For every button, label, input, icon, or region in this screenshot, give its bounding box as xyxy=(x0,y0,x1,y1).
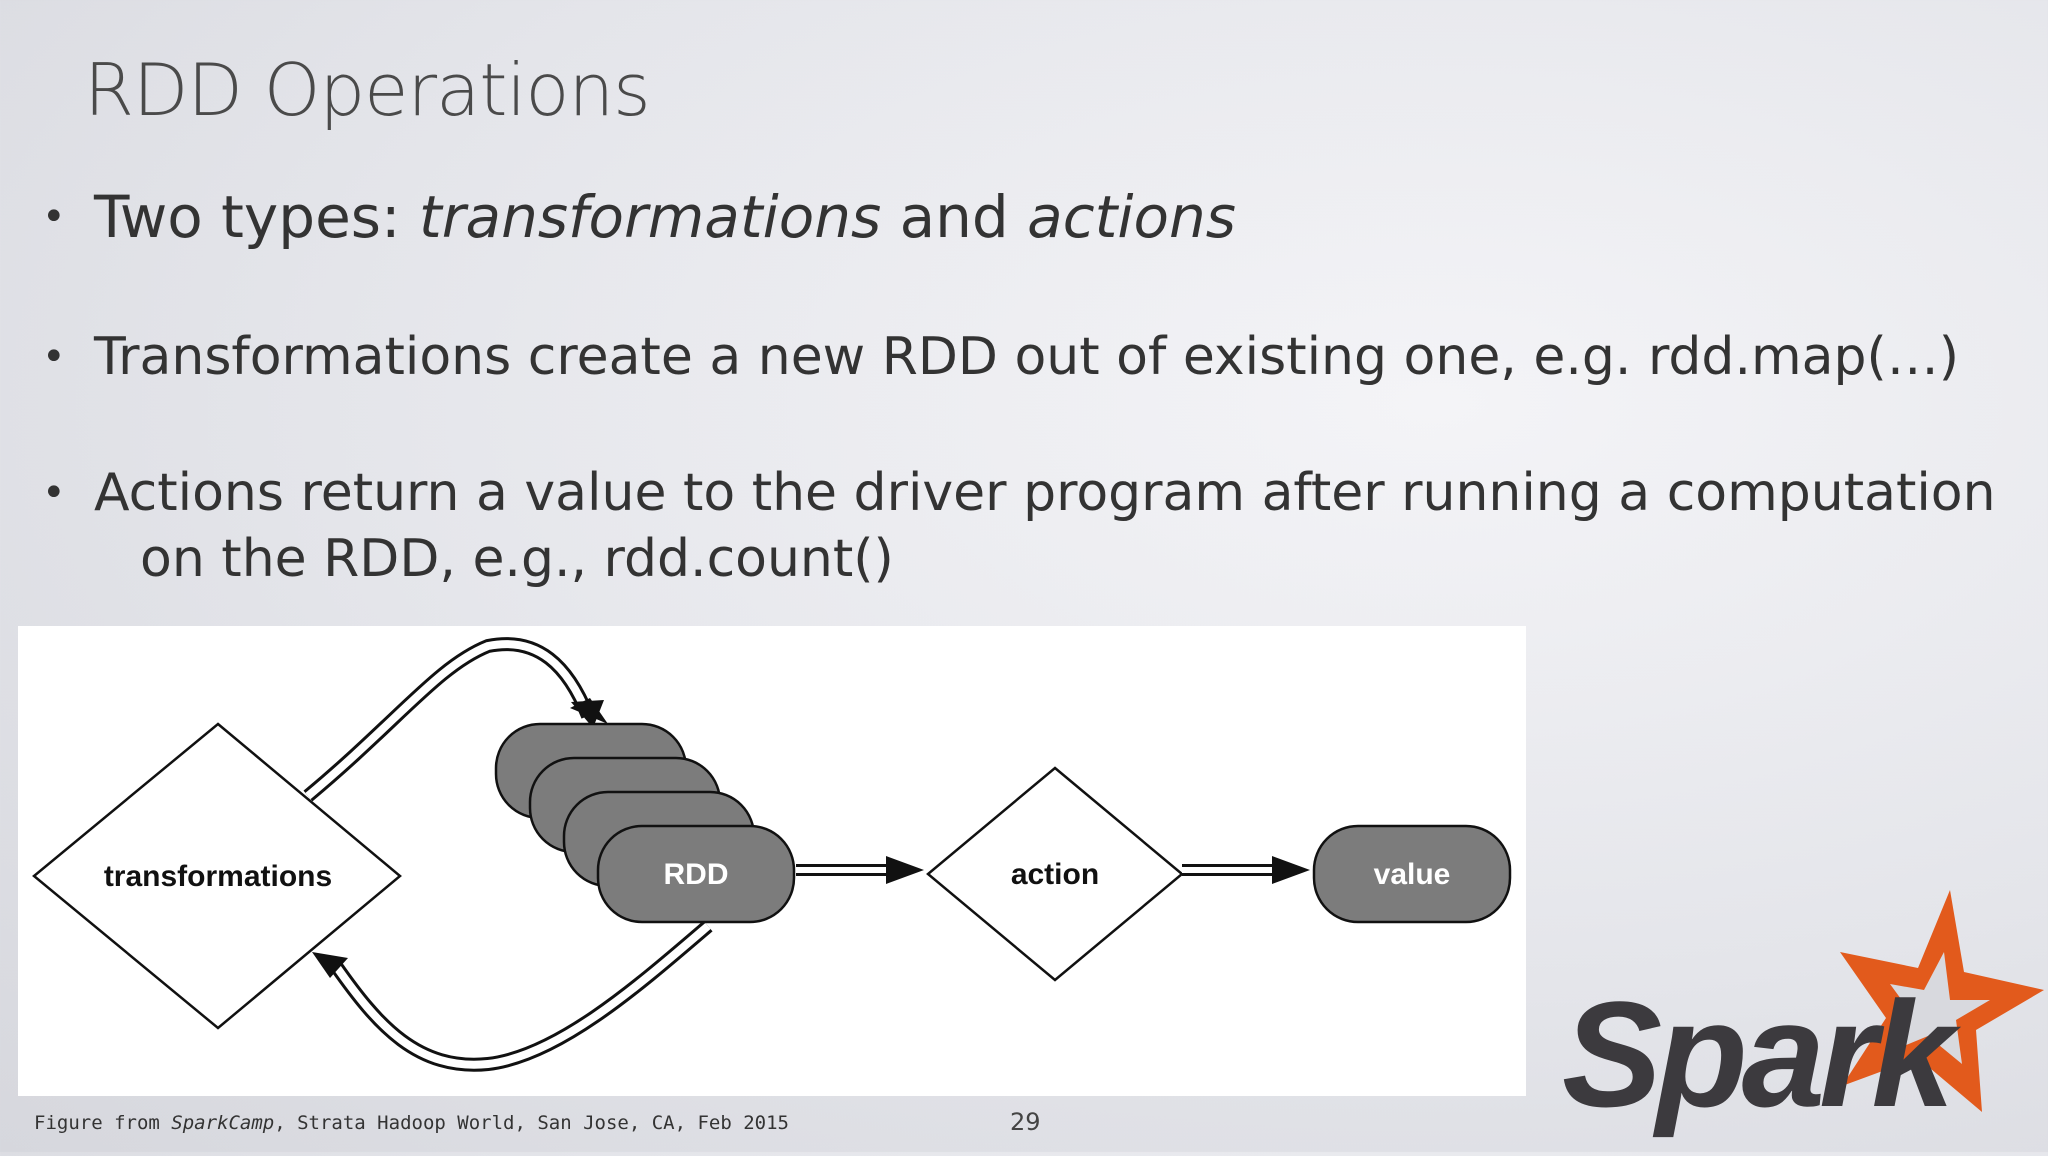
rdd-label: RDD xyxy=(664,858,729,891)
action-label: action xyxy=(1011,858,1099,891)
transformations-label: transformations xyxy=(104,860,332,893)
bullet-text: Two types: transformations and actions xyxy=(94,184,1236,250)
transformations-diamond xyxy=(32,722,402,1030)
diagram-svg: transformations RDD action value xyxy=(32,637,1512,1072)
bullet-em-actions: actions xyxy=(1027,183,1236,251)
caption-post: , Strata Hadoop World, San Jose, CA, Feb… xyxy=(274,1112,789,1134)
bullet-text-line2: on the RDD, e.g., rdd.count() xyxy=(140,529,894,589)
value-label: value xyxy=(1374,858,1451,891)
loop-arrow-bottom xyxy=(312,920,713,1072)
page-number: 29 xyxy=(1010,1108,1041,1136)
spark-logo: Spark xyxy=(1550,880,2048,1152)
bullet-text-mid: and xyxy=(881,183,1028,251)
bullet-actions: • Actions return a value to the driver p… xyxy=(42,460,1996,592)
caption-source-name: SparkCamp xyxy=(171,1112,275,1134)
bullet-text-pre: Two types: xyxy=(94,183,419,251)
rdd-node xyxy=(596,824,796,924)
slide-title: RDD Operations xyxy=(84,48,651,132)
bullet-dot: • xyxy=(42,194,66,240)
bullet-transformations: • Transformations create a new RDD out o… xyxy=(42,324,1959,390)
value-node xyxy=(1312,824,1512,924)
arrow-action-to-value xyxy=(1182,856,1310,884)
rdd-stack: RDD xyxy=(494,722,796,924)
bullet-two-types: • Two types: transformations and actions xyxy=(42,184,1236,250)
bullet-em-transformations: transformations xyxy=(418,183,882,251)
rdd-operations-diagram: transformations RDD action value xyxy=(18,626,1526,1096)
bullet-text: Actions return a value to the driver pro… xyxy=(94,460,1996,592)
caption-pre: Figure from xyxy=(34,1112,172,1134)
loop-arrow-top xyxy=(303,637,608,802)
bullet-text: Transformations create a new RDD out of … xyxy=(94,327,1960,387)
arrow-rdd-to-action xyxy=(796,856,924,884)
bullet-dot: • xyxy=(42,334,66,380)
bullet-dot: • xyxy=(42,470,66,516)
figure-caption: Figure from SparkCamp, Strata Hadoop Wor… xyxy=(34,1112,789,1134)
spark-logo-svg: Spark xyxy=(1562,890,2044,1138)
bullet-text-line1: Actions return a value to the driver pro… xyxy=(94,463,1996,523)
spark-wordmark: Spark xyxy=(1562,970,1961,1138)
action-diamond xyxy=(926,766,1184,982)
